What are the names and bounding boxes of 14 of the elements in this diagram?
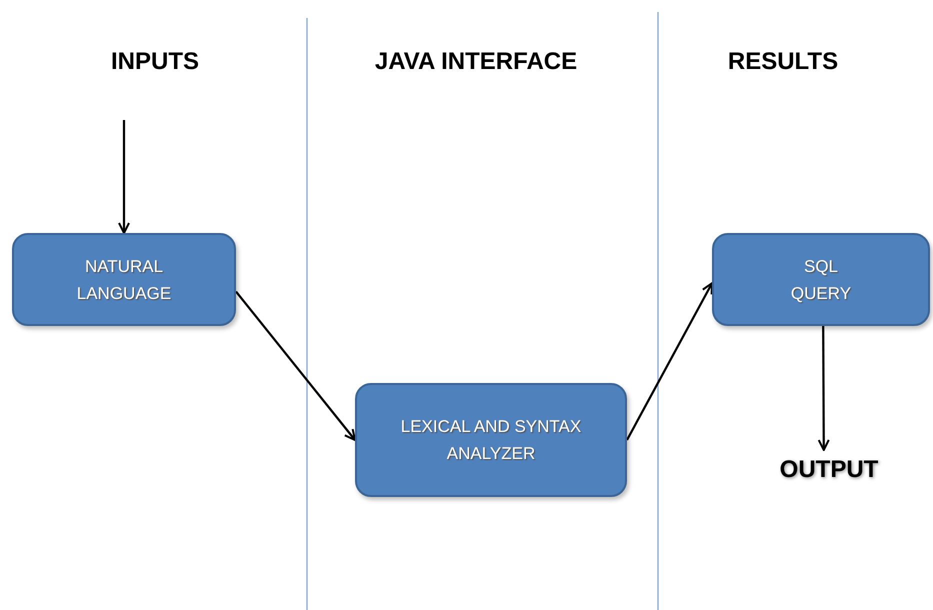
box-label: SQL QUERY [790,256,852,304]
arrow [235,290,356,441]
output-label: OUTPUT [764,450,894,490]
process-box [355,383,627,497]
box-label: LEXICAL AND SYNTAX ANALYZER [400,416,582,465]
arrow [118,120,130,234]
process-box [712,233,930,326]
process-box [12,233,236,326]
column-heading: RESULTS [726,48,840,76]
arrow [626,282,713,441]
arrow [818,326,830,451]
column-heading: JAVA INTERFACE [374,48,578,76]
column-heading: INPUTS [110,48,200,76]
box-label: NATURAL LANGUAGE [76,256,172,304]
